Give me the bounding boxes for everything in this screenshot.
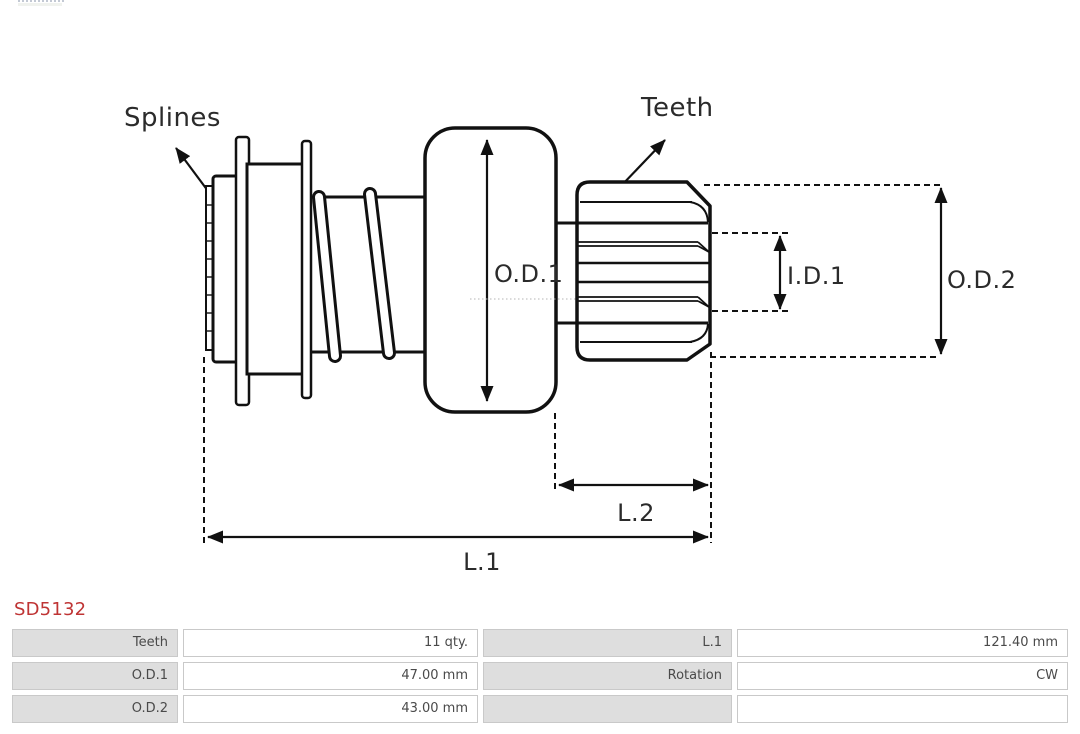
spec-value-empty	[737, 695, 1068, 723]
teeth-leader-arrow	[620, 139, 666, 187]
pinion-gear	[575, 180, 712, 362]
spec-label-l1: L.1	[483, 629, 732, 657]
page-corner-artifact	[18, 0, 66, 6]
id1-label: I.D.1	[787, 262, 846, 290]
spec-label-empty	[483, 695, 732, 723]
spec-value-od2: 43.00 mm	[183, 695, 478, 723]
part-number-heading: SD5132	[14, 599, 87, 620]
starter-drive-diagram: Splines Teeth O.D.1	[124, 93, 1016, 576]
spec-label-od2: O.D.2	[12, 695, 178, 723]
teeth-label: Teeth	[640, 93, 714, 123]
splines-label: Splines	[124, 103, 221, 133]
spec-table: Teeth 11 qty. L.1 121.40 mm O.D.1 47.00 …	[12, 629, 1068, 723]
l1-label: L.1	[463, 548, 501, 576]
hub-section	[245, 162, 306, 376]
od2-label: O.D.2	[947, 266, 1016, 294]
spec-value-rotation: CW	[737, 662, 1068, 690]
rear-flange	[300, 139, 313, 400]
spec-value-teeth: 11 qty.	[183, 629, 478, 657]
splines-leader-arrow	[175, 147, 209, 192]
pinion-neck	[556, 221, 577, 325]
spec-value-od1: 47.00 mm	[183, 662, 478, 690]
spec-label-teeth: Teeth	[12, 629, 178, 657]
spec-label-od1: O.D.1	[12, 662, 178, 690]
od1-label: O.D.1	[494, 260, 563, 288]
corner-dashed-line	[18, 0, 64, 2]
extension-lines	[203, 184, 940, 543]
spec-value-l1: 121.40 mm	[737, 629, 1068, 657]
corner-smudge	[18, 3, 62, 6]
l2-label: L.2	[617, 499, 655, 527]
spec-label-rotation: Rotation	[483, 662, 732, 690]
coil-spring	[312, 187, 396, 363]
technical-drawing-svg: Splines Teeth O.D.1	[124, 93, 1016, 576]
